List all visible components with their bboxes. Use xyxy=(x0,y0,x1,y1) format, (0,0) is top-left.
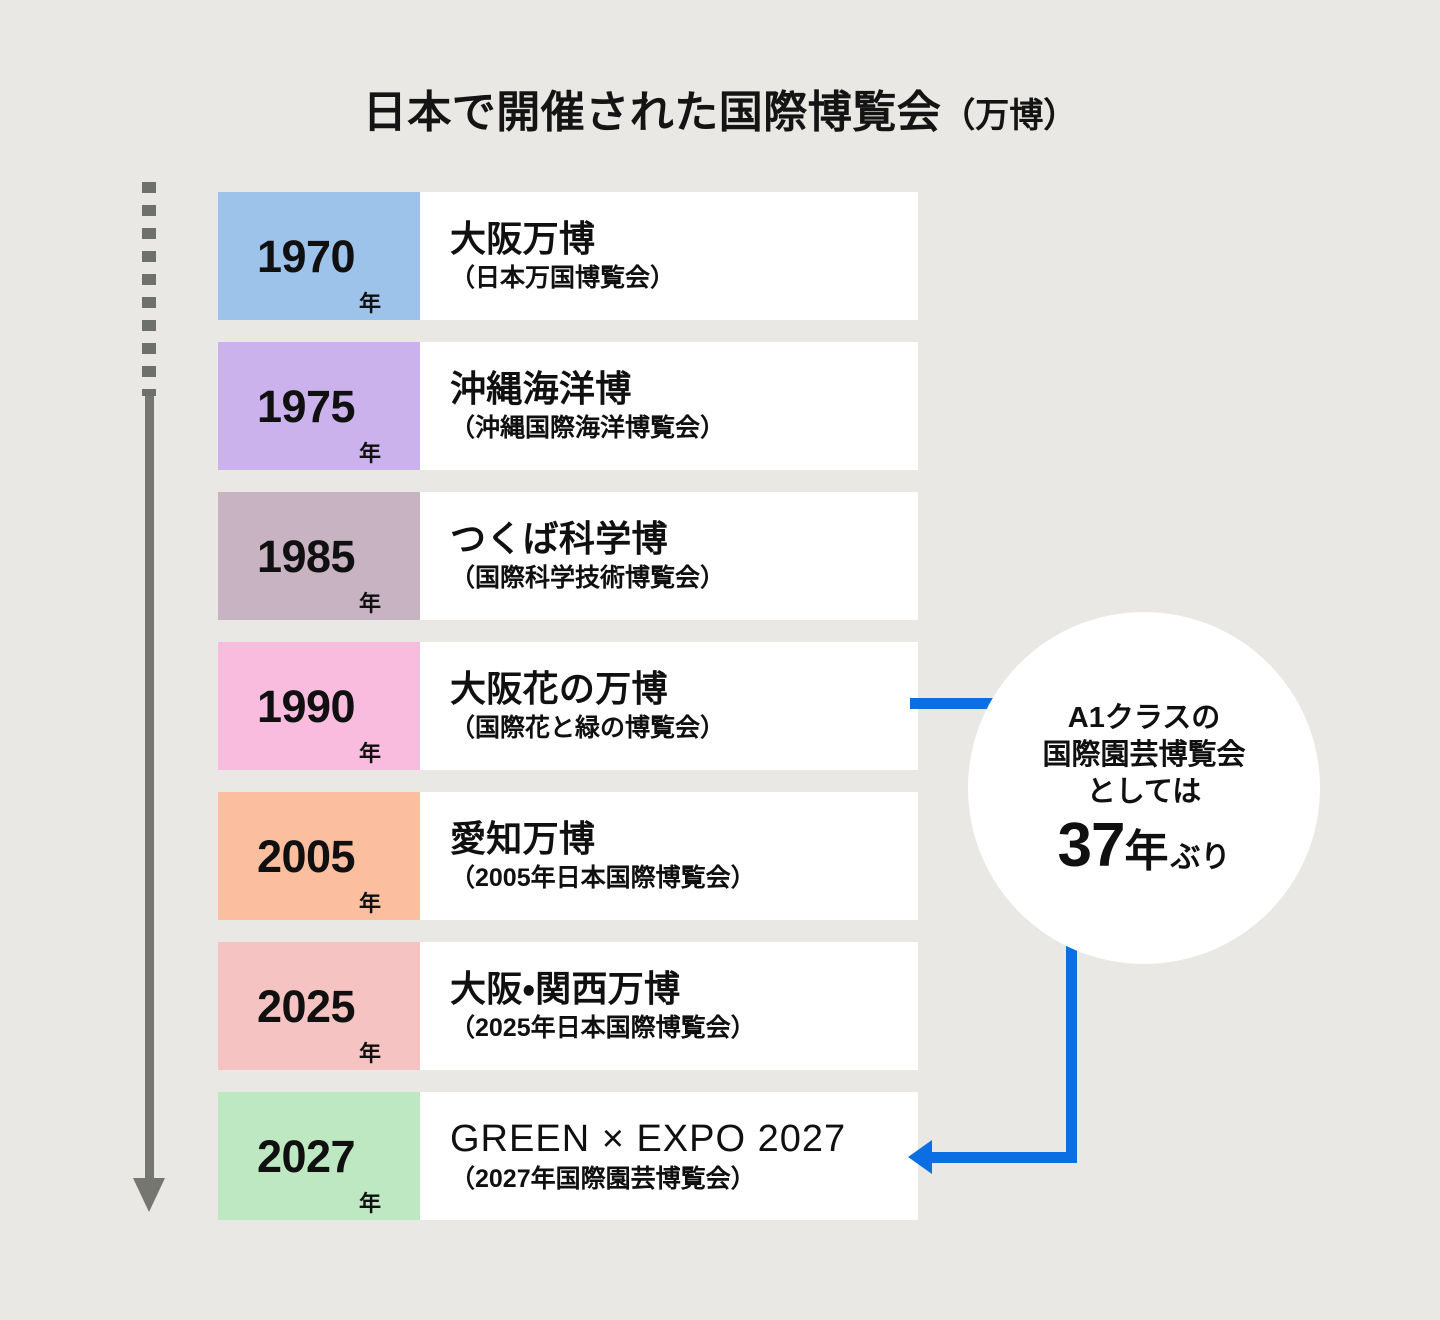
callout-line-2: 国際園芸博覧会 xyxy=(1042,739,1246,771)
expo-short-name: つくば科学博 xyxy=(450,518,668,560)
year-number: 2027 xyxy=(256,1130,356,1182)
timeline-arrow-down-icon xyxy=(133,1178,165,1212)
page-title-main: 日本で開催された国際博覧会 xyxy=(362,88,942,137)
expo-short-name: 大阪花の万博 xyxy=(450,668,668,710)
expo-info: 愛知万博 （2005年日本国際博覧会） xyxy=(420,792,918,920)
callout-number-unit: 年 xyxy=(1124,827,1169,877)
callout-line-3: としては xyxy=(1086,776,1202,809)
year-suffix: 年 xyxy=(359,1191,382,1216)
expo-short-name: 大阪万博 xyxy=(450,218,596,260)
callout-highlight: 37 年 ぶり xyxy=(1057,811,1231,881)
year-number: 1970 xyxy=(256,230,356,282)
expo-official-name: （日本万国博覧会） xyxy=(450,263,676,292)
year-suffix: 年 xyxy=(359,441,382,466)
page-title: 日本で開催された国際博覧会（万博） xyxy=(0,76,1440,140)
callout-number-tail: ぶり xyxy=(1170,841,1231,875)
callout-bubble: A1クラスの 国際園芸博覧会 としては 37 年 ぶり xyxy=(968,612,1320,964)
expo-info: GREEN × EXPO 2027 （2027年国際園芸博覧会） xyxy=(420,1092,918,1220)
year-number: 1985 xyxy=(256,530,356,582)
expo-info: 大阪万博 （日本万国博覧会） xyxy=(420,192,918,320)
year-number: 2025 xyxy=(256,980,356,1032)
year-suffix: 年 xyxy=(359,1041,382,1066)
callout-number: 37 xyxy=(1057,811,1126,881)
year-suffix: 年 xyxy=(359,741,382,766)
connector-line-callout-horizontal xyxy=(928,1152,1077,1163)
year-suffix: 年 xyxy=(359,291,382,316)
expo-short-name: 大阪・関西万博 xyxy=(450,968,681,1010)
callout-line-1: A1クラスの xyxy=(1067,701,1221,734)
page-title-paren: （万博） xyxy=(941,97,1078,135)
expo-official-name: （2027年国際園芸博覧会） xyxy=(450,1164,756,1193)
expo-official-name: （国際科学技術博覧会） xyxy=(450,563,726,592)
connector-arrow-left-icon xyxy=(908,1140,932,1174)
timeline-axis-dotted-segment xyxy=(142,182,156,396)
year-number: 1975 xyxy=(256,380,356,432)
year-number: 1990 xyxy=(256,680,356,732)
expo-official-name: （国際花と緑の博覧会） xyxy=(450,713,726,742)
year-suffix: 年 xyxy=(359,591,382,616)
expo-info: 沖縄海洋博 （沖縄国際海洋博覧会） xyxy=(420,342,918,470)
timeline-axis-solid-segment xyxy=(145,396,154,1186)
expo-info: 大阪・関西万博 （2025年日本国際博覧会） xyxy=(420,942,918,1070)
connector-line-callout-vertical xyxy=(1066,900,1077,1163)
expo-official-name: （2005年日本国際博覧会） xyxy=(450,863,756,892)
expo-official-name: （2025年日本国際博覧会） xyxy=(450,1013,756,1042)
expo-short-name: GREEN × EXPO 2027 xyxy=(450,1118,847,1161)
timeline-axis xyxy=(133,182,165,1222)
expo-short-name: 沖縄海洋博 xyxy=(450,368,632,410)
expo-info: つくば科学博 （国際科学技術博覧会） xyxy=(420,492,918,620)
expo-short-name: 愛知万博 xyxy=(450,818,596,860)
expo-official-name: （沖縄国際海洋博覧会） xyxy=(450,413,726,442)
expo-info: 大阪花の万博 （国際花と緑の博覧会） xyxy=(420,642,918,770)
year-suffix: 年 xyxy=(359,891,382,916)
year-number: 2005 xyxy=(256,830,356,882)
